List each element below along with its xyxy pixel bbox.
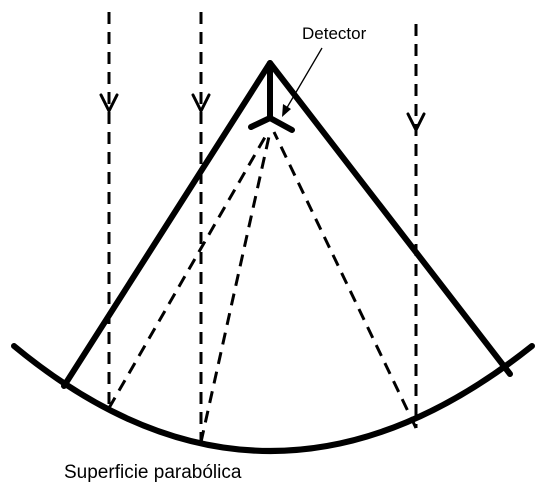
support-arm-left — [61, 60, 273, 389]
support-arm-right — [267, 60, 513, 377]
arrow-down-icon — [191, 93, 211, 113]
reflected-ray-left — [107, 131, 270, 409]
pointer-arrow-icon — [282, 47, 323, 117]
arrow-down-icon — [99, 93, 119, 113]
detector-label: Detector — [302, 24, 367, 43]
arrow-down-icon — [406, 112, 426, 132]
parabolic-surface — [11, 343, 535, 454]
reflected-ray-middle — [199, 131, 272, 443]
detector — [248, 115, 295, 133]
parabolic-surface-label: Superficie parabólica — [64, 462, 242, 483]
reflected-ray-right — [272, 131, 418, 429]
